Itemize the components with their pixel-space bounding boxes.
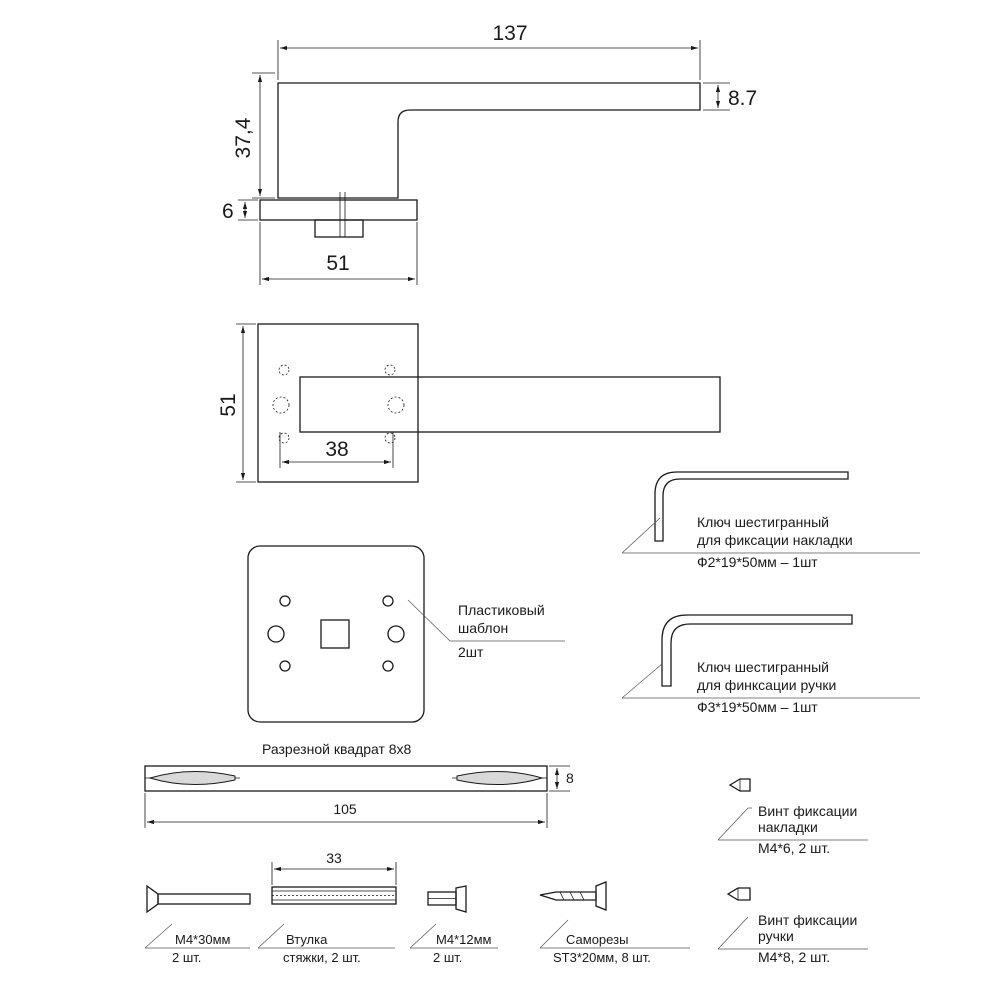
screw-plate: Винт фиксации накладки M4*6, 2 шт. [717, 778, 868, 856]
split-square-title: Разрезной квадрат 8х8 [262, 741, 412, 757]
hex-key-handle-line1: Ключ шестигранный [697, 659, 829, 675]
dimension-137: 137 [277, 22, 701, 80]
bolt-30-line2: 2 шт. [172, 950, 201, 965]
template-line1: Пластиковый [458, 602, 545, 618]
dim-37-4-text: 37,4 [232, 117, 255, 158]
screw-handle-line2: ручки [758, 928, 794, 944]
bushing-line2: стяжки, 2 шт. [283, 950, 361, 965]
bolt-m4-12: M4*12мм 2 шт. [409, 885, 498, 965]
hex-key-plate: Ключ шестигранный для фиксации накладки … [621, 471, 920, 570]
dim-38-text: 38 [325, 438, 348, 461]
screw-handle-line1: Винт фиксации [758, 912, 857, 928]
bushing: Втулка стяжки, 2 шт. [257, 886, 397, 965]
screw-plate-line3: M4*6, 2 шт. [758, 840, 830, 856]
plastic-template: Пластиковый шаблон 2шт [247, 545, 565, 723]
dim-137-text: 137 [492, 22, 527, 45]
dimension-51-left: 51 [217, 323, 256, 483]
bolt-30-line1: M4*30мм [175, 932, 231, 947]
dimension-33: 33 [271, 850, 397, 885]
hex-key-plate-line1: Ключ шестигранный [697, 514, 829, 530]
dimension-51-top: 51 [259, 222, 418, 285]
dim-51-left-text: 51 [217, 393, 240, 416]
screw-plate-line1: Винт фиксации [758, 803, 857, 819]
template-line3: 2шт [458, 644, 484, 660]
dimension-8-7: 8.7 [703, 82, 757, 111]
handle-top-view [257, 323, 721, 483]
wood-screws-line2: ST3*20мм, 8 шт. [553, 950, 651, 965]
handle-side-view [259, 82, 701, 238]
wood-screws-line1: Саморезы [566, 932, 628, 947]
hex-key-handle-line3: Ф3*19*50мм – 1шт [697, 699, 818, 715]
template-line2: шаблон [458, 620, 508, 636]
dim-105-text: 105 [333, 801, 357, 817]
dim-51-top-text: 51 [326, 252, 349, 275]
dimension-6: 6 [222, 199, 258, 223]
dim-33-text: 33 [326, 850, 342, 866]
hex-key-handle-line2: для финксации ручки [697, 677, 836, 693]
wood-screws: Саморезы ST3*20мм, 8 шт. [539, 881, 690, 965]
screw-plate-line2: накладки [758, 819, 818, 835]
dim-8-text: 8 [566, 770, 574, 786]
dim-6-text: 6 [222, 200, 234, 223]
screw-handle: Винт фиксации ручки M4*8, 2 шт. [717, 887, 868, 965]
hex-key-plate-line3: Ф2*19*50мм – 1шт [697, 554, 818, 570]
bushing-line1: Втулка [286, 932, 328, 947]
dimension-37-4: 37,4 [232, 72, 275, 199]
split-square: Разрезной квадрат 8х8 [144, 741, 548, 792]
dimension-8: 8 [549, 765, 574, 792]
hex-key-handle: Ключ шестигранный для финксации ручки Ф3… [621, 614, 920, 715]
bolt-m4-30: M4*30мм 2 шт. [144, 884, 251, 965]
dimension-105: 105 [144, 793, 548, 828]
bolt-12-line1: M4*12мм [436, 932, 492, 947]
hex-key-plate-line2: для фиксации накладки [697, 532, 853, 548]
bolt-12-line2: 2 шт. [433, 950, 462, 965]
dim-8-7-text: 8.7 [728, 87, 757, 110]
screw-handle-line3: M4*8, 2 шт. [758, 949, 830, 965]
dimension-38: 38 [279, 432, 394, 468]
